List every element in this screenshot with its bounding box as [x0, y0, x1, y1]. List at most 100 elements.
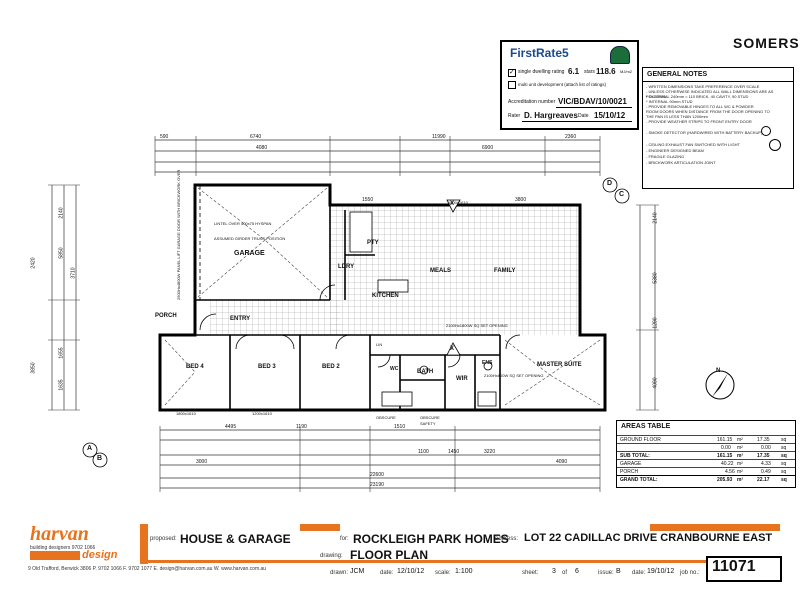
dimension-label: 3220 — [484, 449, 496, 455]
scale-label: scale: — [435, 570, 451, 576]
dimension-label: 1510 — [394, 424, 406, 430]
company-logo-text: harvan — [30, 523, 89, 545]
note-line: - SMOKE DETECTOR (HARDWIRED WITH BATTERY… — [646, 130, 763, 135]
note-line: - PROVIDE REMOVABLE HINGES TO ALL WC & P… — [646, 104, 754, 109]
grid-marker-d: D — [607, 180, 613, 187]
room-label-porch: PORCH — [155, 313, 177, 319]
table-row: 0.00 m² 0.00 sq — [617, 443, 795, 452]
dimension-label: 4080 — [256, 145, 268, 151]
proposed-value: HOUSE & GARAGE — [180, 532, 291, 546]
areas-table-title: AREAS TABLE — [621, 423, 671, 430]
dimension-label: 5380 — [652, 272, 659, 284]
title-bar-accent — [140, 524, 148, 564]
rating-line1-label: single dwelling rating — [518, 69, 565, 75]
note-lintel: LINTEL OVER 400x75 HYSPAN — [214, 221, 272, 226]
rating-brand: FirstRate5 — [510, 46, 569, 60]
area-sq: 17.35 — [757, 437, 770, 443]
issue-label: issue: — [598, 570, 614, 576]
table-row: GROUND FLOOR 161.15 m² 17.35 sq — [617, 435, 795, 444]
note-garage-door: 2500Hx4800W PANEL LIFT GARAGE DOOR WITH … — [176, 169, 181, 300]
area-unit: m² — [737, 437, 743, 443]
dimension-label: 5850 — [58, 247, 65, 259]
area-unit: m² — [737, 469, 743, 475]
note-line: - BRICKWORK ARTICULATION JOINT — [646, 160, 716, 165]
room-label-ldry: LDRY — [338, 264, 355, 270]
note-line: - UNLESS OTHERWISE INDICATED ALL WALL DI… — [646, 89, 774, 99]
room-label-bed4: BED 4 — [186, 364, 204, 370]
note-line: - FRAGILE GLAZING — [646, 154, 685, 159]
dimension-label: 2140 — [58, 207, 65, 219]
drawing-label: drawing: — [320, 553, 343, 559]
area-sq-unit: sq — [781, 453, 787, 459]
note-line: - ENGINEER DESIGNED BEAM — [646, 148, 704, 153]
section-marker-x: X — [450, 346, 455, 352]
room-label-pty: PTY — [367, 240, 379, 246]
rating-line1-value: 6.1 — [568, 67, 580, 76]
area-label: GRAND TOTAL: — [620, 477, 658, 483]
rating-line2-label: multi unit development (attach list of r… — [518, 82, 607, 87]
area-sq-unit: sq — [781, 437, 787, 443]
room-label-family: FAMILY — [494, 268, 516, 274]
table-row: PORCH 4.56 m² 0.49 sq — [617, 467, 795, 476]
address-label: address: — [495, 536, 519, 542]
area-unit: m² — [737, 453, 744, 459]
dimension-label: 1190 — [296, 424, 307, 430]
note-opening1: 2100Hx1800W SQ SET OPENING — [446, 323, 508, 328]
job-number-box — [706, 556, 782, 582]
rating-checkbox-empty-icon — [508, 81, 516, 89]
rating-line1-unit: MJ/m2 — [620, 69, 632, 74]
accreditation-label: Accreditation number — [508, 99, 556, 105]
dimension-label: 3000 — [196, 459, 208, 465]
area-m2: 161.15 — [717, 453, 733, 459]
room-label-wc: WC — [390, 366, 399, 372]
dimension-label: 2420 — [30, 257, 37, 269]
rater-underline — [522, 121, 632, 122]
company-logo-subtitle: building designers 9702 1066 — [30, 545, 96, 551]
area-label: PORCH — [620, 469, 639, 475]
area-sq: 0.00 — [761, 445, 771, 451]
note-window3: 1800x1610 — [176, 411, 196, 416]
accreditation-value: VIC/BDAV/10/0021 — [558, 97, 627, 106]
date-label: date: — [380, 570, 394, 576]
area-m2: 40.22 — [721, 461, 734, 467]
of-label: of — [562, 570, 568, 576]
room-label-meals: MEALS — [430, 268, 451, 274]
rater-value: D. Hargreaves — [524, 111, 578, 120]
smoke-detector-icon — [761, 126, 771, 136]
dimension-label: 4090 — [556, 459, 568, 465]
grid-marker-b: B — [97, 455, 103, 462]
area-sq-unit: sq — [781, 469, 787, 475]
north-arrow-icon — [705, 370, 735, 400]
dimension-label: 1655 — [58, 347, 65, 359]
rating-date-value: 15/10/12 — [594, 111, 626, 120]
area-label: GROUND FLOOR — [620, 437, 661, 443]
area-label: GARAGE — [620, 461, 642, 467]
dimension-label: 1290 — [652, 317, 659, 329]
area-m2: 161.15 — [717, 437, 733, 443]
dimension-label: 22600 — [370, 472, 384, 478]
area-unit: m² — [737, 461, 743, 467]
note-line: ROOM DOORS WHEN DISTANCE FROM THE DOOR O… — [646, 109, 770, 114]
north-label: N — [716, 368, 721, 374]
area-sq: 0.49 — [761, 469, 771, 475]
room-label-bath: BATH — [417, 369, 434, 375]
dimension-label: 3800 — [515, 197, 527, 203]
room-label-garage: GARAGE — [234, 250, 265, 257]
title-bar-accent — [140, 560, 780, 563]
table-row: SUB TOTAL: 161.15 m² 17.35 sq — [617, 451, 795, 460]
note-line: THE PAN IS LESS THAN 1200mm — [646, 114, 708, 119]
note-line: - WRITTEN DIMENSIONS TAKE PREFERENCE OVE… — [646, 84, 760, 89]
header-corner-text: SOMERS — [733, 35, 800, 51]
note-safety: SAFETY — [420, 421, 436, 426]
area-sq: 4.33 — [761, 461, 771, 467]
dimension-label: 590 — [160, 134, 169, 140]
drawn-value: JCM — [350, 568, 365, 575]
area-unit: m² — [737, 477, 744, 483]
note-obscure2: OBSCURE — [420, 415, 440, 420]
sheet-label: sheet: — [522, 570, 539, 576]
rater-label: Rater — [508, 113, 521, 119]
rating-line1-energy: 118.6 — [596, 67, 616, 76]
logo-emblem-icon — [30, 551, 80, 560]
dimension-label: 6900 — [482, 145, 494, 151]
note-window2: 1200x1610 — [252, 411, 272, 416]
